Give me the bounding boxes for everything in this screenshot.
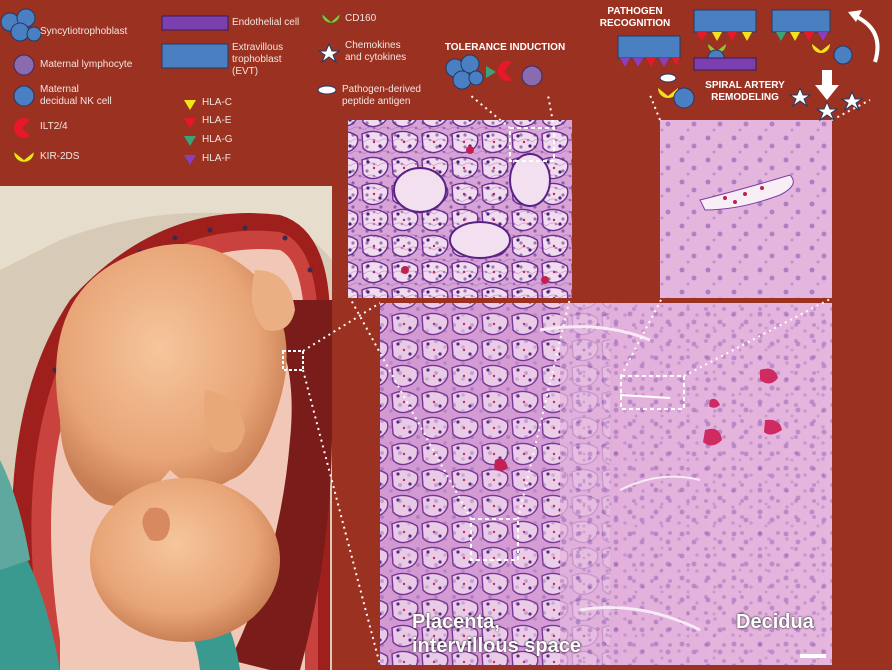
legend-ilt: ILT2/4: [40, 121, 68, 132]
evt-icon: [161, 43, 229, 69]
lymphocyte-icon: [13, 54, 35, 76]
legend-evt: Extravillous trophoblast (EVT): [232, 42, 284, 77]
histology-inset-decidua: [660, 120, 832, 298]
legend-hla-g: HLA-G: [202, 134, 233, 145]
legend-chemokines: Chemokines and cytokines: [345, 40, 407, 63]
connector-lines: [302, 94, 871, 666]
tolerance-schematic: [445, 54, 543, 90]
endothelial-icon: [161, 15, 229, 31]
heading-pathogen: PATHOGEN RECOGNITION: [599, 6, 671, 29]
histology-inset-placenta: [348, 120, 572, 298]
legend-endothelial: Endothelial cell: [232, 17, 300, 28]
label-placenta: Placenta, intervillous space: [412, 611, 581, 657]
kir-icon: [13, 151, 35, 163]
label-decidua: Decidua: [736, 611, 814, 633]
ilt-icon: [14, 117, 30, 138]
legend-maternal-nk: Maternal decidual NK cell: [40, 84, 112, 107]
histology-main: [380, 303, 832, 665]
legend-maternal-lymphocyte: Maternal lymphocyte: [40, 59, 133, 70]
hla-e-icon: [184, 118, 196, 128]
legend-peptide: Pathogen-derived peptide antigen: [342, 84, 421, 107]
legend-hla-e: HLA-E: [202, 115, 232, 126]
heading-tolerance: TOLERANCE INDUCTION: [444, 42, 566, 53]
nk-cell-icon: [13, 85, 35, 107]
peptide-icon: [317, 85, 337, 95]
heading-spiral: SPIRAL ARTERY REMODELING: [705, 80, 785, 103]
legend-hla-c: HLA-C: [202, 97, 233, 108]
hla-c-icon: [184, 100, 196, 110]
fetus-model-photo: [0, 186, 332, 670]
syncytiotrophoblast-icon: [0, 8, 42, 42]
legend-kir: KIR-2DS: [40, 151, 80, 162]
chemokine-star-icon: [317, 42, 341, 64]
legend-cd160: CD160: [345, 13, 377, 24]
cd160-icon: [321, 13, 341, 24]
legend-hla-f: HLA-F: [202, 153, 231, 164]
pathogen-schematic: [617, 9, 757, 109]
legend-icons: [0, 8, 341, 165]
hla-g-icon: [184, 136, 196, 146]
spiral-artery-schematic: [771, 9, 880, 122]
legend-syncytiotrophoblast: Syncytiotrophoblast: [40, 26, 128, 37]
hla-f-icon: [184, 155, 196, 165]
